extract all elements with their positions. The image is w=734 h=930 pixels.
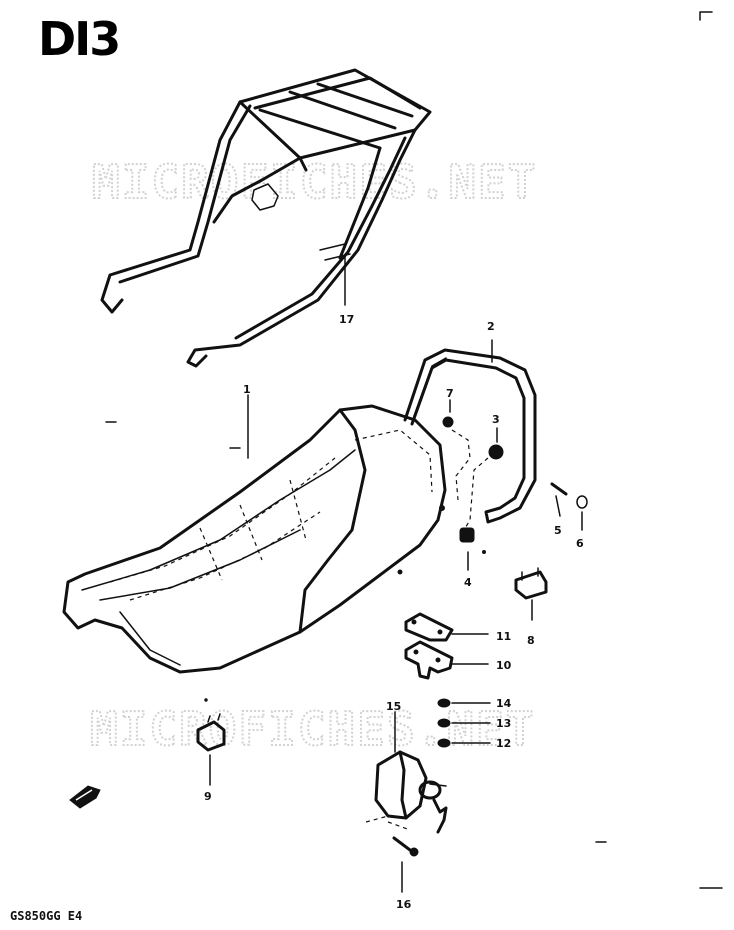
part-9-bracket [196, 698, 226, 786]
part-15-seat-lock [365, 711, 448, 834]
part-1-seat [62, 394, 447, 674]
watermark-top: MICROFICHES.NET [92, 155, 537, 209]
callout-1: 1 [243, 383, 251, 396]
part-8-bracket [514, 567, 548, 621]
callout-2: 2 [487, 320, 495, 333]
model-label: GS850GG E4 [10, 909, 82, 923]
leader-dash-3 [463, 457, 489, 531]
part-5-bolt [550, 482, 568, 517]
callout-14: 14 [496, 697, 512, 710]
callout-7: 7 [446, 387, 454, 400]
part-17-rack [100, 68, 432, 368]
part-6-washer [576, 495, 588, 531]
part-12-nut [437, 738, 491, 748]
callout-12: 12 [496, 737, 511, 750]
callout-10: 10 [496, 659, 512, 672]
part-14-nut [437, 698, 491, 708]
callout-17: 17 [339, 313, 354, 326]
callout-9: 9 [204, 790, 212, 803]
part-4-cap [459, 527, 486, 571]
front-arrow-icon [69, 785, 101, 809]
callout-6: 6 [576, 537, 584, 550]
part-16-screw [392, 836, 419, 893]
watermark-bottom: MICROFICHES.NET [90, 702, 535, 756]
part-7-cap [442, 399, 454, 428]
part-10-latch [404, 640, 489, 680]
callout-16: 16 [396, 898, 412, 911]
callout-15: 15 [386, 700, 401, 713]
part-3-cap [488, 427, 504, 460]
part-2-grab-rail [403, 339, 537, 524]
part-13-washer [437, 718, 491, 728]
callout-8: 8 [527, 634, 535, 647]
part-11-plate [404, 612, 489, 642]
corner-mark [699, 11, 713, 21]
callout-5: 5 [554, 524, 562, 537]
diagram-code: DI3 [38, 12, 119, 66]
leader-dash-7 [451, 429, 471, 501]
callout-13: 13 [496, 717, 511, 730]
callout-3: 3 [492, 413, 500, 426]
callout-11: 11 [496, 630, 511, 643]
callout-4: 4 [464, 576, 472, 589]
